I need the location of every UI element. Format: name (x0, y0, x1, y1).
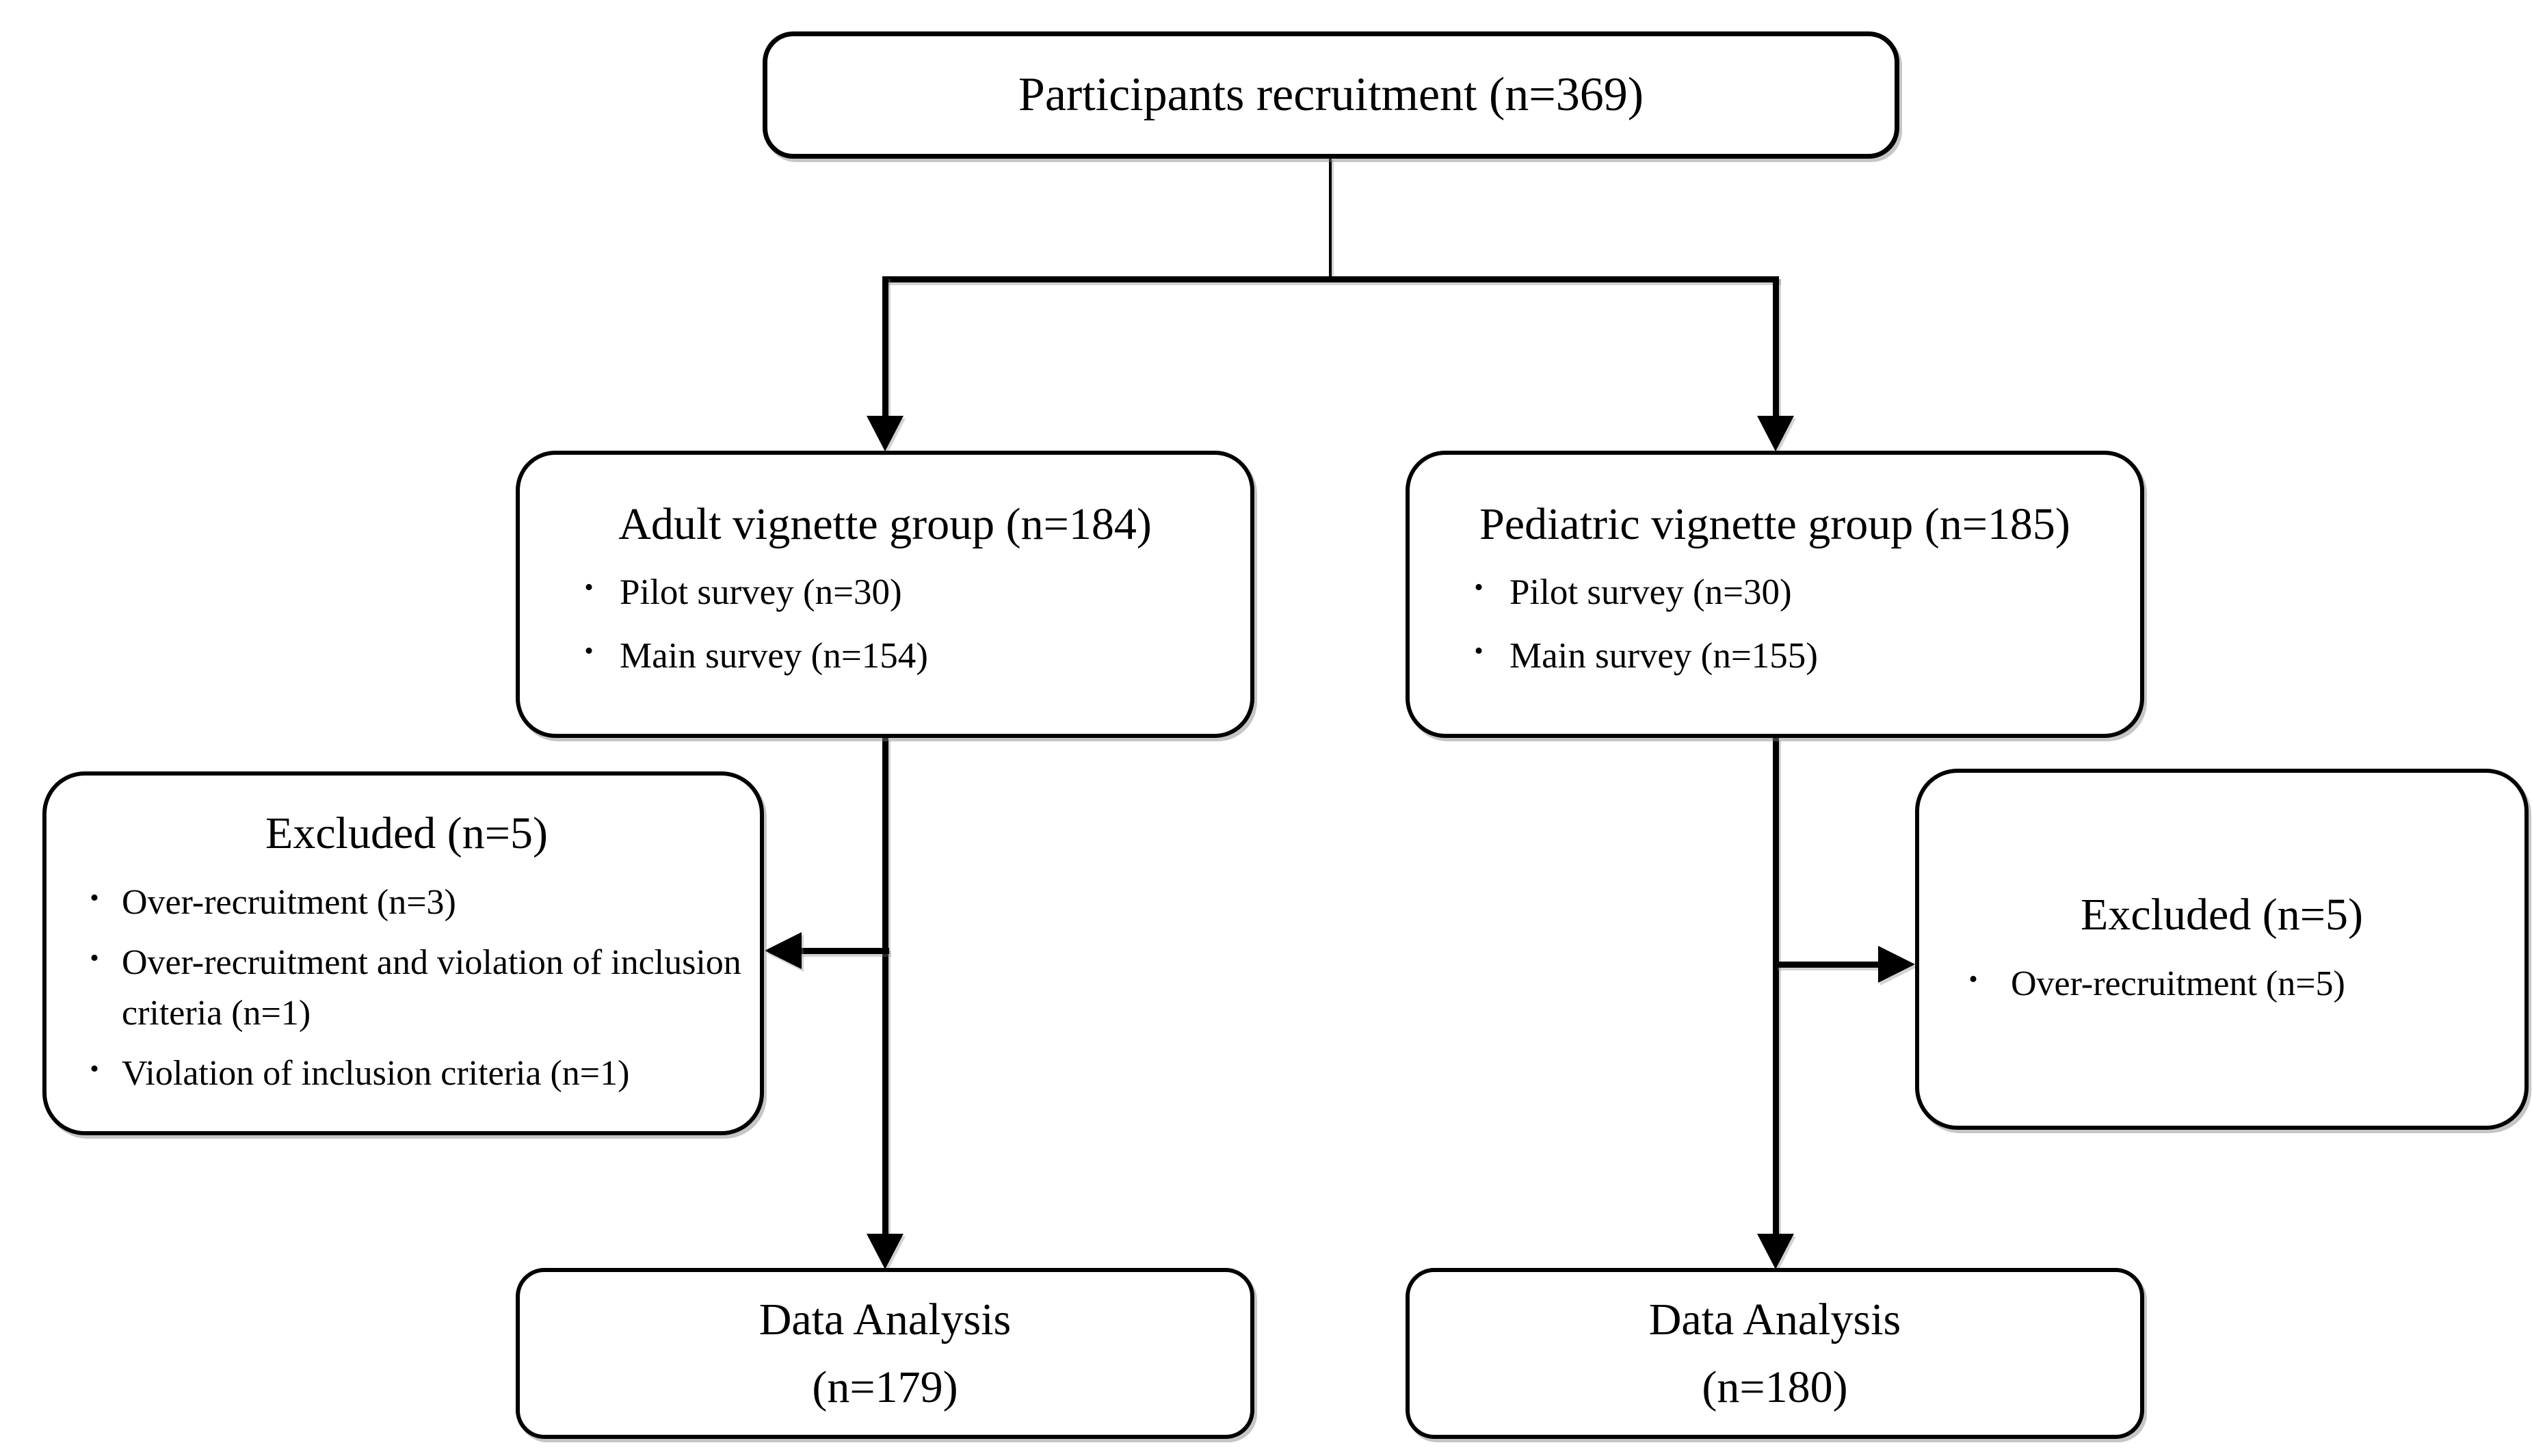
list-item: • Pilot survey (n=30) (558, 567, 1226, 618)
list-item: • Over-recruitment (n=5) (1936, 959, 2508, 1009)
bullet-list: • Pilot survey (n=30) • Main survey (n=1… (1434, 567, 2115, 683)
bullet-icon: • (584, 637, 594, 666)
list-item-text: Main survey (n=155) (1509, 636, 1818, 676)
node-title: Data Analysis (1648, 1295, 1901, 1345)
node-title: Adult vignette group (n=184) (618, 499, 1152, 549)
list-item-text: Over-recruitment and violation of inclus… (122, 943, 741, 1033)
bullet-icon: • (90, 1054, 99, 1083)
node-title: Excluded (n=5) (265, 808, 548, 859)
node-excluded-adult: Excluded (n=5) • Over-recruitment (n=3) … (42, 771, 764, 1135)
connector-adult-drop-line (882, 276, 888, 417)
right-arrowhead-icon (1878, 946, 1915, 983)
list-item: • Main survey (n=155) (1448, 631, 2115, 682)
connector-excluded-left-line (800, 948, 889, 954)
bullet-icon: • (1968, 965, 1978, 994)
connector-split-bar (882, 276, 1779, 282)
list-item-text: Main survey (n=154) (620, 636, 928, 676)
down-arrowhead-icon (867, 1234, 904, 1269)
connector-pediatric-drop-line (1773, 276, 1779, 417)
bullet-list: • Pilot survey (n=30) • Main survey (n=1… (544, 567, 1226, 683)
bullet-list: • Over-recruitment (n=3) • Over-recruitm… (67, 877, 746, 1098)
bullet-list: • Over-recruitment (n=5) (1936, 959, 2508, 1009)
bullet-icon: • (584, 573, 594, 602)
node-label: Participants recruitment (n=369) (1018, 68, 1644, 121)
node-count: (n=180) (1702, 1362, 1848, 1412)
list-item-text: Over-recruitment (n=5) (2011, 964, 2345, 1004)
node-title: Excluded (n=5) (2081, 890, 2363, 940)
node-adult-vignette-group: Adult vignette group (n=184) • Pilot sur… (516, 451, 1254, 738)
connector-recruitment-down-line (1329, 157, 1332, 279)
list-item-text: Pilot survey (n=30) (1509, 572, 1792, 612)
node-data-analysis-pediatric: Data Analysis (n=180) (1406, 1268, 2144, 1439)
list-item: • Over-recruitment (n=3) (67, 877, 746, 928)
bullet-icon: • (90, 944, 99, 973)
node-data-analysis-adult: Data Analysis (n=179) (516, 1268, 1254, 1439)
list-item: • Violation of inclusion criteria (n=1) (67, 1048, 746, 1099)
node-count: (n=179) (812, 1362, 958, 1412)
node-pediatric-vignette-group: Pediatric vignette group (n=185) • Pilot… (1406, 451, 2144, 738)
bullet-icon: • (1474, 573, 1483, 602)
node-title: Data Analysis (759, 1295, 1012, 1345)
down-arrowhead-icon (867, 416, 904, 451)
list-item-text: Violation of inclusion criteria (n=1) (122, 1053, 630, 1093)
connector-adult-analysis-line (882, 738, 888, 1235)
list-item: • Over-recruitment and violation of incl… (67, 938, 746, 1039)
connector-excluded-right-line (1776, 962, 1878, 968)
node-excluded-pediatric: Excluded (n=5) • Over-recruitment (n=5) (1915, 769, 2529, 1130)
list-item-text: Pilot survey (n=30) (620, 572, 902, 612)
list-item-text: Over-recruitment (n=3) (122, 883, 456, 923)
node-title: Pediatric vignette group (n=185) (1479, 499, 2070, 549)
node-participants-recruitment: Participants recruitment (n=369) (763, 31, 1899, 159)
connector-pediatric-analysis-line (1773, 738, 1779, 1235)
bullet-icon: • (1474, 637, 1483, 666)
list-item: • Main survey (n=154) (558, 631, 1226, 682)
down-arrowhead-icon (1757, 416, 1794, 451)
list-item: • Pilot survey (n=30) (1448, 567, 2115, 618)
down-arrowhead-icon (1757, 1234, 1794, 1269)
bullet-icon: • (90, 884, 99, 913)
left-arrowhead-icon (765, 932, 802, 969)
